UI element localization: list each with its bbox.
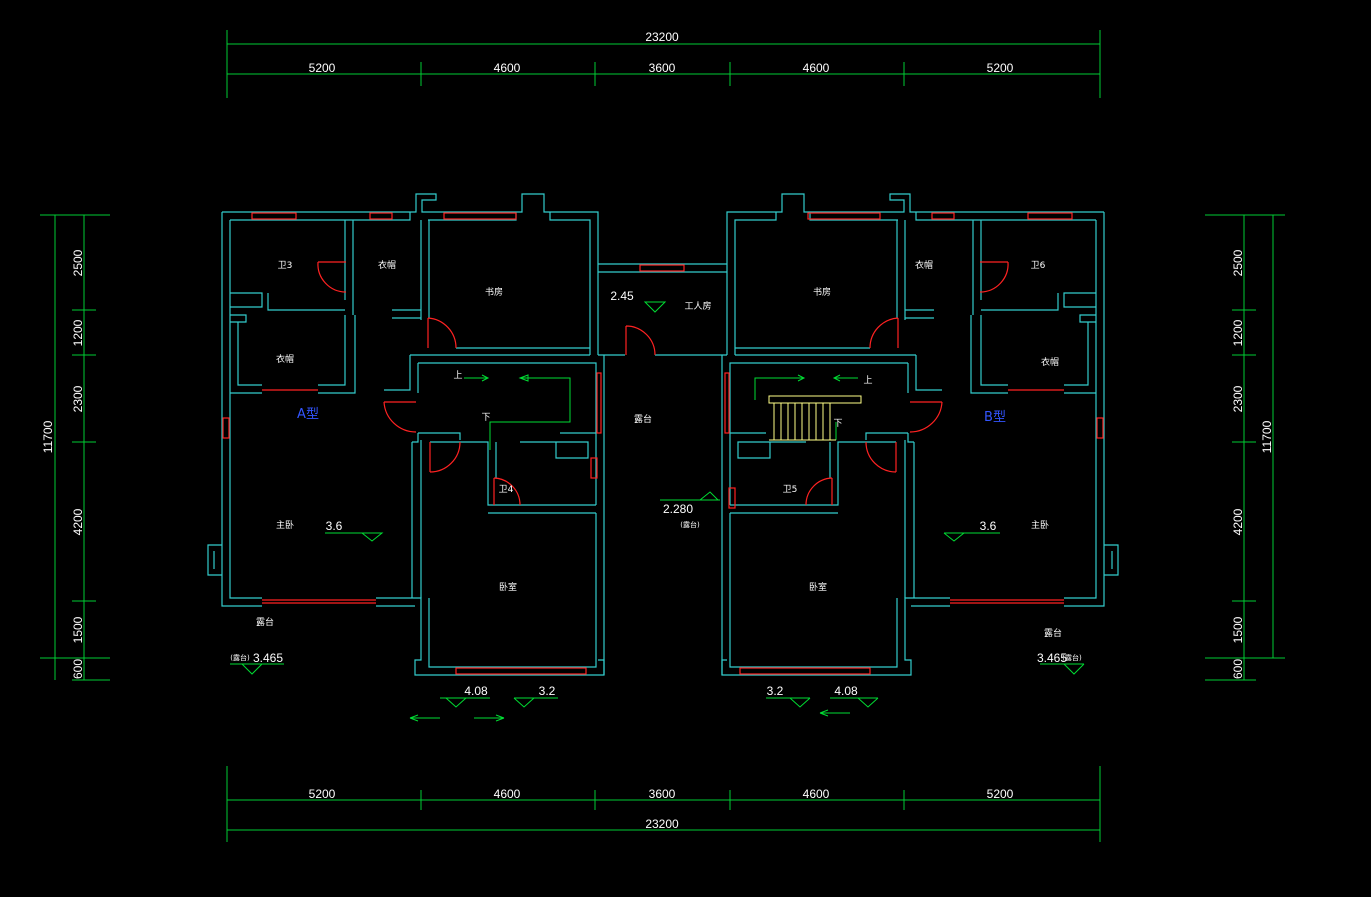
- level-front-a1: 4.08: [464, 684, 488, 698]
- room-bedroom-b: 卧室: [809, 581, 827, 593]
- room-bath4: 卫4: [499, 485, 514, 495]
- level-front-a2: 3.2: [539, 684, 556, 698]
- stair-down-b: 下: [833, 419, 842, 429]
- level-markers: [230, 301, 1085, 708]
- right-dim-4: 4200: [1231, 508, 1245, 535]
- right-dim-1: 2500: [1231, 249, 1245, 276]
- right-dim-5: 1500: [1231, 616, 1245, 643]
- top-dim-4: 4600: [803, 61, 830, 75]
- room-terrace-b: 露台: [1044, 627, 1062, 639]
- right-dim-6: 600: [1231, 659, 1245, 679]
- right-dim-3: 2300: [1231, 385, 1245, 412]
- unit-a-walls: [207, 193, 605, 676]
- level-front-b2: 4.08: [834, 684, 858, 698]
- right-total-dim: 11700: [1260, 420, 1274, 453]
- unit-a-stair: [464, 374, 571, 450]
- front-arrows: [409, 709, 850, 722]
- room-terrace-a: 露台: [256, 616, 274, 628]
- stair-up-a: 上: [453, 370, 462, 381]
- stair-up-b: 上: [863, 375, 872, 386]
- left-total-dim: 11700: [41, 420, 55, 453]
- left-dim-1: 2500: [71, 249, 85, 276]
- left-dim-6: 600: [71, 659, 85, 679]
- left-dim-3: 2300: [71, 385, 85, 412]
- room-master-a: 主卧: [276, 519, 294, 531]
- level-master-a: 3.6: [326, 519, 343, 533]
- unit-b-stair: [754, 374, 862, 441]
- room-servant: 工人房: [684, 300, 711, 312]
- room-study-b: 书房: [813, 286, 831, 298]
- bottom-total-dim: 23200: [645, 817, 679, 831]
- room-bath3: 卫3: [278, 261, 293, 271]
- stair-down-a: 下: [481, 413, 490, 423]
- bottom-dim-1: 5200: [309, 787, 336, 801]
- room-terrace-center: 露台: [634, 413, 652, 425]
- level-terrace-b: 3.465: [1037, 651, 1067, 665]
- top-dim-2: 4600: [494, 61, 521, 75]
- level-front-b1: 3.2: [767, 684, 784, 698]
- bottom-dim-5: 5200: [987, 787, 1014, 801]
- room-bedroom-a: 卧室: [499, 581, 517, 593]
- right-dim-2: 1200: [1231, 319, 1245, 346]
- top-dim-3: 3600: [649, 61, 676, 75]
- left-dimension-chain: 2500 1200 2300 4200 1500 600 11700: [40, 214, 110, 681]
- room-bath6: 卫6: [1031, 261, 1046, 271]
- terrace-a-note: (露台): [230, 653, 250, 662]
- left-dim-2: 1200: [71, 319, 85, 346]
- level-servant: 2.45: [610, 289, 634, 303]
- bottom-dim-3: 3600: [649, 787, 676, 801]
- bottom-dim-4: 4600: [803, 787, 830, 801]
- room-closet-b2: 衣帽: [1041, 356, 1059, 368]
- level-terrace-center: 2.280: [663, 502, 693, 516]
- top-total-dim: 23200: [645, 30, 679, 44]
- unit-a-type-label: A型: [297, 407, 319, 422]
- room-closet-a1: 衣帽: [378, 259, 396, 271]
- room-bath5: 卫5: [783, 485, 798, 495]
- bottom-dimension-chain: 5200 4600 3600 4600 5200 23200: [226, 766, 1101, 842]
- unit-b-type-label: B型: [984, 410, 1006, 425]
- room-study-a: 书房: [485, 286, 503, 298]
- bottom-dim-2: 4600: [494, 787, 521, 801]
- room-closet-b1: 衣帽: [915, 259, 933, 271]
- right-dimension-chain: 2500 1200 2300 4200 1500 600 11700: [1205, 214, 1285, 681]
- top-dim-5: 5200: [987, 61, 1014, 75]
- top-dimension-chain: 23200 5200 4600 3600 4600 5200: [226, 30, 1101, 98]
- doors: [317, 261, 1009, 506]
- level-terrace-a: 3.465: [253, 651, 283, 665]
- windows: [222, 212, 1104, 675]
- top-dim-1: 5200: [309, 61, 336, 75]
- terrace-b-note: (露台): [1062, 653, 1082, 662]
- left-dim-5: 1500: [71, 616, 85, 643]
- room-closet-a2: 衣帽: [276, 353, 294, 365]
- terrace-center-note: (露台): [680, 520, 700, 529]
- unit-b-walls: [721, 193, 1119, 676]
- center-walls: [598, 263, 727, 675]
- room-master-b: 主卧: [1031, 519, 1049, 531]
- left-dim-4: 4200: [71, 508, 85, 535]
- level-master-b: 3.6: [980, 519, 997, 533]
